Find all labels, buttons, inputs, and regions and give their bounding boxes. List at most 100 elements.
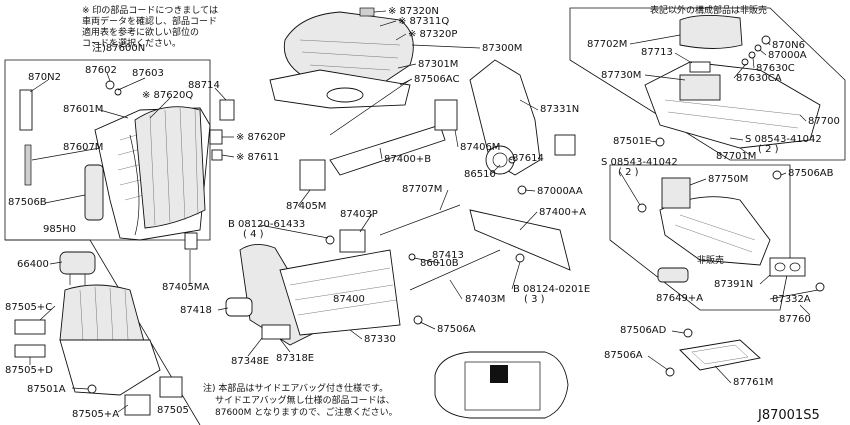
part-87501A-bolt xyxy=(87,384,97,394)
console-body xyxy=(644,61,821,149)
part-87331N xyxy=(554,134,576,156)
seat-back-group-frame xyxy=(4,59,211,241)
label-08124: B 08124-0201E xyxy=(513,284,590,295)
part-87630C xyxy=(748,51,756,59)
part-87505A xyxy=(124,394,151,416)
label-87700: 87700 xyxy=(808,116,840,127)
label-87506B: 87506B xyxy=(8,197,47,208)
label-87505A: 87505+A xyxy=(72,409,119,420)
label-87330: 87330 xyxy=(364,334,396,345)
part-87400B-rail xyxy=(329,124,446,176)
label-08543-b-qty: ( 2 ) xyxy=(618,167,639,178)
label-87332A: 87332A xyxy=(772,294,811,305)
label-87506AB: 87506AB xyxy=(788,168,834,179)
label-87630C: 87630C xyxy=(756,63,795,74)
label-87400B: 87400+B xyxy=(384,154,431,165)
part-08120-bolt xyxy=(325,235,335,245)
label-87620Q: ※ 87620Q xyxy=(142,90,193,101)
part-87400A-rail xyxy=(469,209,571,271)
label-87505C: 87505+C xyxy=(5,302,52,313)
label-985H0: 985H0 xyxy=(43,224,76,235)
label-87602: 87602 xyxy=(85,65,117,76)
label-87750M: 87750M xyxy=(708,174,748,185)
label-08120-qty: ( 4 ) xyxy=(243,229,264,240)
label-hanbai: 非販売 xyxy=(697,254,724,266)
svg-text:サイドエアバッグ無し仕様の部品コードは、: サイドエアバッグ無し仕様の部品コードは、 xyxy=(215,394,395,406)
label-87348E: 87348E xyxy=(231,356,269,367)
label-87403P: 87403P xyxy=(340,209,378,220)
label-87702M: 87702M xyxy=(587,39,627,50)
label-87601M: 87601M xyxy=(63,104,103,115)
seat-assembly-part xyxy=(59,284,161,396)
lower-console-body xyxy=(659,177,771,266)
part-87413-cable xyxy=(409,249,501,291)
part-87332A xyxy=(815,282,825,292)
label-87331N: 87331N xyxy=(540,104,579,115)
label-87506AD: 87506AD xyxy=(620,325,667,336)
console-lid xyxy=(679,15,743,49)
label-87318E: 87318E xyxy=(276,353,314,364)
label-87400A: 87400+A xyxy=(539,207,586,218)
part-87707M-rod xyxy=(379,204,461,236)
diagram-id: J87001S5 xyxy=(757,408,820,423)
label-87405MA: 87405MA xyxy=(162,282,209,293)
label-87760: 87760 xyxy=(779,314,811,325)
label-87614: 87614 xyxy=(512,153,544,164)
part-08124-bolt xyxy=(515,253,525,263)
part-87405MA xyxy=(184,232,198,250)
seat-cushion-frame xyxy=(269,69,411,109)
label-87403M: 87403M xyxy=(465,294,505,305)
part-87506B-pad xyxy=(84,164,104,221)
label-87761M: 87761M xyxy=(733,377,773,388)
label-87707M: 87707M xyxy=(402,184,442,195)
label-08120: B 08120-61433 xyxy=(228,219,305,230)
label-87418: 87418 xyxy=(180,305,212,316)
part-87320N xyxy=(359,7,375,17)
part-87505D xyxy=(14,344,46,358)
label-87607M: 87607M xyxy=(63,142,103,153)
part-87506AB xyxy=(772,170,782,180)
part-87620P xyxy=(209,129,223,145)
label-86010B: 86010B xyxy=(420,258,459,269)
label-87501A: 87501A xyxy=(27,384,66,395)
part-87505 xyxy=(159,376,183,398)
part-87505C xyxy=(14,319,46,335)
svg-text:注) 本部品はサイドエアバッグ付き仕様です。: 注) 本部品はサイドエアバッグ付き仕様です。 xyxy=(203,382,388,394)
label-870N6: 870N6 xyxy=(772,40,805,51)
part-87607M xyxy=(24,144,32,186)
vehicle-location-icon xyxy=(434,351,569,419)
label-66400: 66400 xyxy=(17,259,49,270)
part-87405M xyxy=(299,159,326,191)
label-87649A: 87649+A xyxy=(656,293,703,304)
seat-side-frame xyxy=(469,59,541,176)
label-87620P: ※ 87620P xyxy=(236,132,285,143)
label-87400: 87400 xyxy=(333,294,365,305)
part-87318E xyxy=(261,324,291,340)
note-non-sale: 表記以外の構成部品は非販売 xyxy=(650,4,767,16)
label-86510: 86510 xyxy=(464,169,496,180)
label-87713: 87713 xyxy=(641,47,673,58)
label-08543-b: S 08543-41042 xyxy=(601,157,678,168)
label-87505: 87505 xyxy=(157,405,189,416)
part-87418 xyxy=(225,297,253,317)
label-87505D: 87505+D xyxy=(5,365,53,376)
part-87506AD xyxy=(683,328,693,338)
label-87630CA: 87630CA xyxy=(736,73,782,84)
label-87320P: ※ 87320P xyxy=(408,29,457,40)
part-87501E-bolt xyxy=(655,137,665,147)
svg-text:コードを選択ください。: コードを選択ください。 xyxy=(82,37,181,49)
label-87000A: 87000A xyxy=(768,50,807,61)
label-08543-a-qty: ( 2 ) xyxy=(758,144,779,155)
label-87406M: 87406M xyxy=(460,142,500,153)
label-87320N: ※ 87320N xyxy=(388,6,439,17)
label-87413: 87413 xyxy=(432,250,464,261)
label-87300M: 87300M xyxy=(482,43,522,54)
part-87761M-bracket xyxy=(679,339,761,371)
part-87603-clip xyxy=(114,88,122,96)
label-87391N: 87391N xyxy=(714,279,753,290)
note-code-instructions: ※ 印の部品コードにつきましては 車両データを確認し、部品コード 適用表を参考に… xyxy=(82,4,218,49)
part-87630CA xyxy=(741,58,749,66)
part-08543-b-bolt xyxy=(637,203,647,213)
label-87611: ※ 87611 xyxy=(236,152,279,163)
